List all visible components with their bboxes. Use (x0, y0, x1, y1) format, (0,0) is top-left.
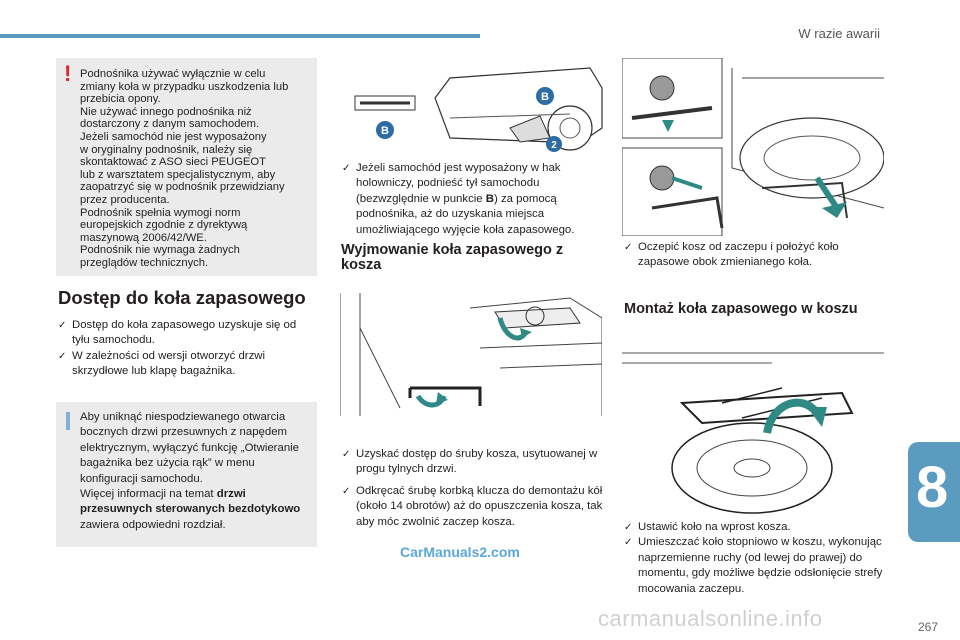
bullet-icon: ✓ (624, 522, 633, 533)
list-item: ✓Odkręcać śrubę korbką klucza do demonta… (342, 484, 604, 530)
warning-box: ! Podnośnika używać wyłącznie w celu zmi… (56, 58, 317, 276)
warning-text: Podnośnika używać wyłącznie w celu zmian… (80, 68, 289, 269)
spare-basket-illustration (340, 293, 602, 416)
bullet-icon: ✓ (342, 485, 351, 497)
list-item: ✓Dostęp do koła zapasowego uzyskuje się … (58, 318, 316, 349)
mount-spare-title: Montaż koła zapasowego w koszu (624, 301, 858, 317)
bullet-icon: ✓ (58, 320, 67, 331)
info-icon (66, 412, 70, 430)
jack-illustration: B B 2 (354, 67, 603, 152)
list-item: ✓Uzyskać dostęp do śruby kosza, usytuowa… (342, 447, 604, 478)
list-item: ✓W zależności od wersji otworzyć drzwi s… (58, 349, 316, 380)
bullet-icon: ✓ (624, 242, 633, 253)
chapter-number: 8 (916, 455, 949, 520)
access-title: Dostęp do koła zapasowego (58, 287, 306, 308)
section-title: W razie awarii (798, 26, 880, 41)
step-2-badge (546, 136, 562, 152)
bullet-icon: ✓ (342, 163, 351, 174)
info-box: Aby uniknąć niespodziewanego otwarcia bo… (56, 402, 317, 547)
list-item: ✓Ustawić koło na wprost kosza. (624, 520, 886, 535)
remove-spare-title: Wyjmowanie koła zapasowego z kosza (341, 242, 564, 273)
info-text: Aby uniknąć niespodziewanego otwarcia bo… (80, 411, 301, 531)
unhook-illustration (622, 58, 884, 236)
access-bullets: ✓Dostęp do koła zapasowego uzyskuje się … (58, 318, 316, 380)
bullet-icon: ✓ (58, 350, 67, 362)
watermark-carmanuals2: CarManuals2.com (400, 544, 520, 560)
svg-text:2: 2 (551, 140, 557, 151)
warning-icon: ! (64, 61, 72, 86)
list-item: ✓Umieszczać koło stopniowo w koszu, wyko… (624, 535, 886, 597)
point-b-badge (536, 87, 554, 105)
header-accent-bar (0, 34, 480, 38)
hook-bullet: ✓Jeżeli samochód jest wyposażony w hak h… (342, 161, 604, 238)
unhook-bullet: ✓Oczepić kosz od zaczepu i położyć koło … (624, 240, 886, 271)
watermark-carmanualsonline: carmanualsonline.info (598, 606, 823, 631)
mount-spare-illustration (622, 352, 884, 514)
rotate-arrow-icon (807, 407, 827, 427)
arrow-down-icon (662, 120, 674, 132)
list-item: ✓Oczepić kosz od zaczepu i położyć koło … (624, 240, 886, 271)
list-item: ✓Jeżeli samochód jest wyposażony w hak h… (342, 161, 604, 238)
mount-spare-bullets: ✓Ustawić koło na wprost kosza. ✓Umieszcz… (624, 520, 886, 597)
bullet-icon: ✓ (342, 449, 351, 460)
bullet-icon: ✓ (624, 537, 633, 549)
arrow-icon (822, 202, 847, 218)
chapter-tab: 8 (908, 442, 960, 542)
remove-spare-bullets: ✓Uzyskać dostęp do śruby kosza, usytuowa… (342, 447, 604, 530)
svg-text:B: B (541, 91, 549, 103)
point-b-badge-2 (376, 121, 394, 139)
svg-text:B: B (381, 125, 389, 137)
page-number: 267 (917, 620, 938, 634)
